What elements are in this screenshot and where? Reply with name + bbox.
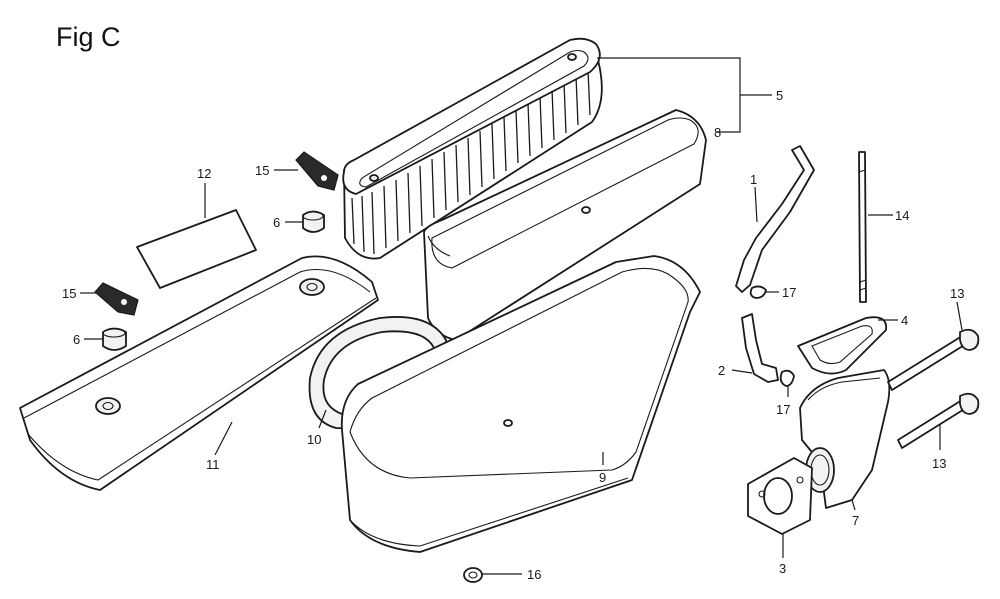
callout-labels: 5 8 12 15 6 15 6 11 10 9 1 17 2 17 14 4 …: [62, 88, 964, 582]
figure-title: Fig C: [56, 22, 121, 52]
callout-10: 10: [307, 432, 321, 447]
part-1-breather-tube: [735, 145, 815, 293]
part-2-breather-tube: [741, 313, 779, 383]
callout-9: 9: [599, 470, 606, 485]
callout-13-upper: 13: [950, 286, 964, 301]
callout-1: 1: [750, 172, 757, 187]
part-14-stud: [858, 151, 867, 303]
callout-15-lower: 15: [62, 286, 76, 301]
callout-14: 14: [895, 208, 909, 223]
part-13-bolt-upper: [887, 328, 980, 391]
callout-2: 2: [718, 363, 725, 378]
callout-3: 3: [779, 561, 786, 576]
part-11-cover: [19, 255, 379, 491]
leader-lines: [80, 57, 963, 575]
filter-pleats: [351, 69, 591, 255]
callout-15-upper: 15: [255, 163, 269, 178]
callout-17-upper: 17: [782, 285, 796, 300]
callout-6-upper: 6: [273, 215, 280, 230]
part-5-air-filter-element: [342, 37, 603, 260]
part-16-washer: [463, 567, 483, 583]
part-3-gasket: [747, 457, 813, 535]
callout-11: 11: [206, 457, 220, 472]
callout-8: 8: [714, 125, 721, 140]
callout-13-lower: 13: [932, 456, 946, 471]
callout-16: 16: [527, 567, 541, 582]
part-15-clip-lower: [94, 282, 139, 316]
callout-5: 5: [776, 88, 783, 103]
part-6-nut-lower: [102, 327, 127, 351]
part-4-gasket: [797, 316, 888, 375]
callout-12: 12: [197, 166, 211, 181]
part-12-label-sticker: [136, 209, 257, 289]
part-9-case: [340, 206, 701, 553]
part-7-elbow: [799, 369, 891, 509]
part-13-bolt-lower: [897, 392, 980, 449]
part-17-clip-lower: [779, 369, 795, 387]
callout-6-lower: 6: [73, 332, 80, 347]
part-15-clip-upper: [295, 151, 339, 191]
part-17-clip-upper: [749, 285, 767, 299]
callout-4: 4: [901, 313, 908, 328]
part-6-nut-upper: [302, 210, 325, 233]
callout-7: 7: [852, 513, 859, 528]
callout-17-lower: 17: [776, 402, 790, 417]
